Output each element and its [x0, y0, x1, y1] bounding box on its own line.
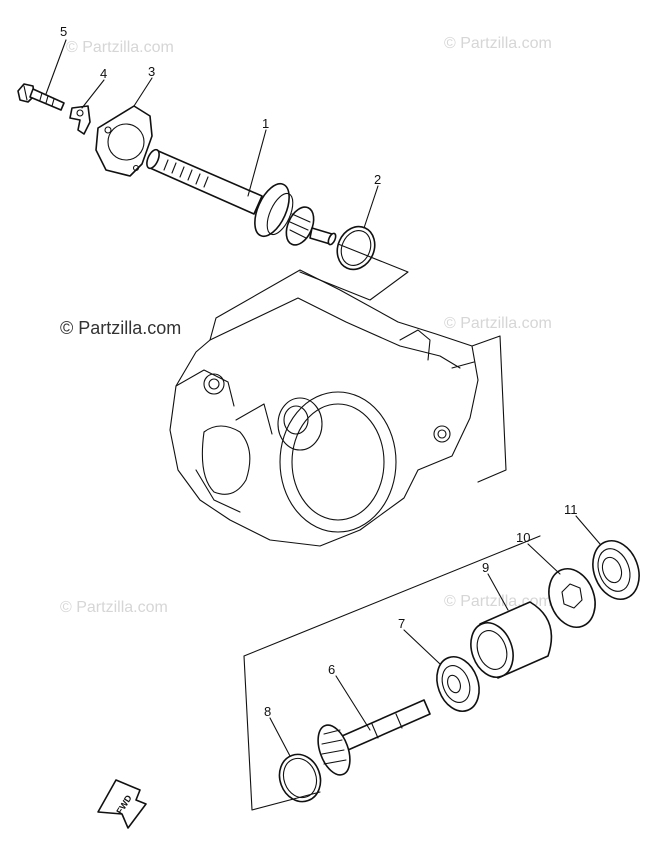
part-5-bolt [17, 83, 65, 111]
crankcase [169, 269, 507, 547]
callout-10: 10 [516, 530, 530, 545]
upper-leader-box [299, 243, 409, 301]
callout-11: 11 [564, 502, 578, 517]
callout-7: 7 [398, 616, 405, 631]
part-4-lock-washer [69, 105, 91, 135]
part-7-bearing [436, 656, 480, 712]
callout-4: 4 [100, 66, 107, 81]
callout-8: 8 [264, 704, 271, 719]
watermark-3: © Partzilla.com [60, 318, 181, 338]
upper-assembly [17, 83, 409, 301]
watermark-4: © Partzilla.com [444, 315, 552, 332]
watermark-5: © Partzilla.com [60, 599, 168, 616]
part-10-washer [548, 568, 596, 628]
part-9-sleeve [470, 601, 553, 679]
part-2-circlip [336, 225, 376, 271]
part-3-plate [95, 105, 153, 177]
fwd-arrow-icon: FWD [97, 779, 147, 829]
part-1-shaft [146, 148, 337, 246]
watermark-1: © Partzilla.com [66, 39, 174, 56]
lower-assembly [243, 535, 640, 811]
callout-3: 3 [148, 64, 155, 79]
part-8-circlip [278, 753, 322, 803]
callout-9: 9 [482, 560, 489, 575]
callout-5: 5 [60, 24, 67, 39]
part-11-oil-seal [592, 540, 640, 600]
part-6-gear-shaft [317, 699, 431, 776]
callouts: 1 2 3 4 5 6 7 8 9 10 11 [45, 24, 601, 757]
callout-2: 2 [374, 172, 381, 187]
watermark-2: © Partzilla.com [444, 35, 552, 52]
callout-6: 6 [328, 662, 335, 677]
callout-1: 1 [262, 116, 269, 131]
lower-leader-frame [243, 535, 541, 811]
